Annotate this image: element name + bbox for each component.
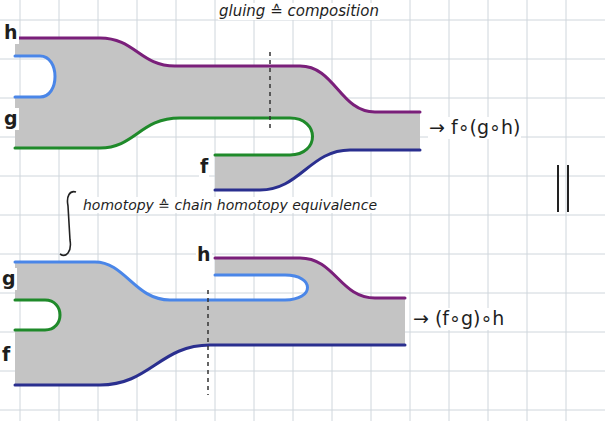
- boundary-g: [15, 56, 55, 97]
- grid-line: [0, 254, 605, 255]
- title-note: gluing ≙ composition: [218, 3, 380, 20]
- homotopy-bracket: [60, 192, 76, 256]
- grid-line: [488, 0, 489, 421]
- grid-line: [0, 410, 605, 411]
- grid-line: [527, 0, 528, 421]
- grid-line: [410, 0, 411, 421]
- input-label: f: [1, 344, 11, 366]
- boundary-h: [15, 38, 420, 112]
- composition-result: → (f∘g)∘h: [412, 308, 505, 330]
- grid-line: [0, 215, 605, 216]
- boundary-h: [215, 258, 405, 298]
- input-label: f: [199, 156, 209, 178]
- boundary-g: [15, 262, 308, 300]
- boundary-green: [15, 300, 60, 330]
- equals-sign: [567, 165, 569, 212]
- grid-line: [0, 176, 605, 177]
- composition-result: → f∘(g∘h): [428, 117, 521, 139]
- boundary-green: [15, 118, 313, 155]
- surface: [15, 258, 405, 385]
- grid-line: [566, 0, 567, 421]
- homotopy-note: homotopy ≙ chain homotopy equivalence: [82, 197, 378, 213]
- gluing-line: [207, 290, 209, 395]
- gluing-line: [269, 52, 271, 132]
- boundary-f: [215, 150, 420, 190]
- input-label: h: [3, 22, 19, 44]
- input-label: g: [1, 268, 17, 290]
- grid-line: [449, 0, 450, 421]
- input-label: g: [3, 108, 19, 130]
- input-label: h: [196, 244, 212, 266]
- surface: [15, 38, 420, 190]
- boundary-f: [15, 345, 405, 385]
- equals-sign: [557, 165, 559, 212]
